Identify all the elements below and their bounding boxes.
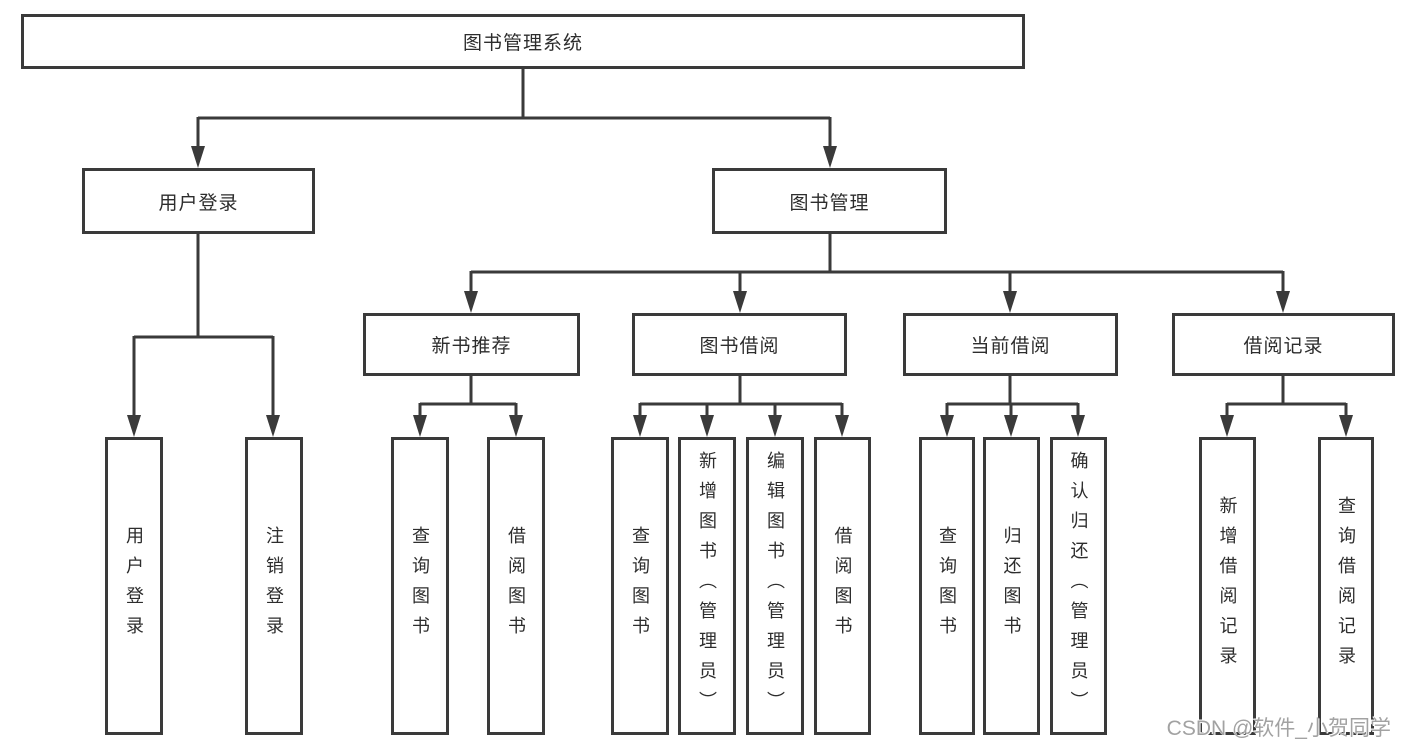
- node-user-login-label: 用户登录: [158, 192, 239, 214]
- leaf-confirm-return-admin: 确认归还（管理员）: [1050, 437, 1107, 735]
- node-book-management: 图书管理: [712, 168, 947, 234]
- leaf-borrow-books-2-label: 借阅图书: [832, 526, 853, 646]
- leaf-user-login-label: 用户登录: [124, 526, 144, 646]
- watermark: CSDN @软件_小贺同学: [1166, 717, 1391, 740]
- node-borrow-records: 借阅记录: [1172, 313, 1395, 376]
- leaf-borrow-books-recommend: 借阅图书: [487, 437, 545, 735]
- node-user-login: 用户登录: [82, 168, 315, 234]
- node-current-borrow-label: 当前借阅: [970, 336, 1051, 357]
- node-book-borrow-label: 图书借阅: [699, 336, 780, 357]
- leaf-query-books-current: 查询图书: [919, 437, 975, 735]
- node-root: 图书管理系统: [21, 14, 1025, 69]
- leaf-user-login: 用户登录: [105, 437, 163, 735]
- node-book-management-label: 图书管理: [789, 192, 870, 214]
- leaf-add-book-admin: 新增图书（管理员）: [678, 437, 736, 735]
- leaf-query-books-current-label: 查询图书: [937, 526, 957, 646]
- node-new-book-recommend: 新书推荐: [363, 313, 580, 376]
- leaf-logout-label: 注销登录: [264, 526, 284, 646]
- leaf-query-books-borrow: 查询图书: [611, 437, 669, 735]
- leaf-return-book: 归还图书: [983, 437, 1040, 735]
- leaf-borrow-books-recommend-label: 借阅图书: [506, 526, 526, 646]
- node-root-label: 图书管理系统: [462, 33, 583, 54]
- leaf-add-borrow-record: 新增借阅记录: [1199, 437, 1256, 735]
- leaf-edit-book-admin-label: 编辑图书（管理员）: [765, 451, 785, 721]
- leaf-query-books-recommend-label: 查询图书: [410, 526, 430, 646]
- leaf-add-borrow-record-label: 新增借阅记录: [1217, 496, 1238, 676]
- node-new-book-recommend-label: 新书推荐: [431, 336, 512, 357]
- leaf-confirm-return-admin-label: 确认归还（管理员）: [1068, 451, 1089, 721]
- node-current-borrow: 当前借阅: [903, 313, 1118, 376]
- leaf-borrow-books-2: 借阅图书: [814, 437, 871, 735]
- leaf-logout: 注销登录: [245, 437, 303, 735]
- node-book-borrow: 图书借阅: [632, 313, 847, 376]
- leaf-query-books-recommend: 查询图书: [391, 437, 449, 735]
- leaf-query-borrow-record: 查询借阅记录: [1318, 437, 1374, 735]
- leaf-add-book-admin-label: 新增图书（管理员）: [697, 451, 717, 721]
- leaf-query-borrow-record-label: 查询借阅记录: [1336, 496, 1356, 676]
- leaf-edit-book-admin: 编辑图书（管理员）: [746, 437, 804, 735]
- leaf-query-books-borrow-label: 查询图书: [630, 526, 650, 646]
- node-borrow-records-label: 借阅记录: [1243, 336, 1324, 357]
- leaf-return-book-label: 归还图书: [1001, 526, 1022, 646]
